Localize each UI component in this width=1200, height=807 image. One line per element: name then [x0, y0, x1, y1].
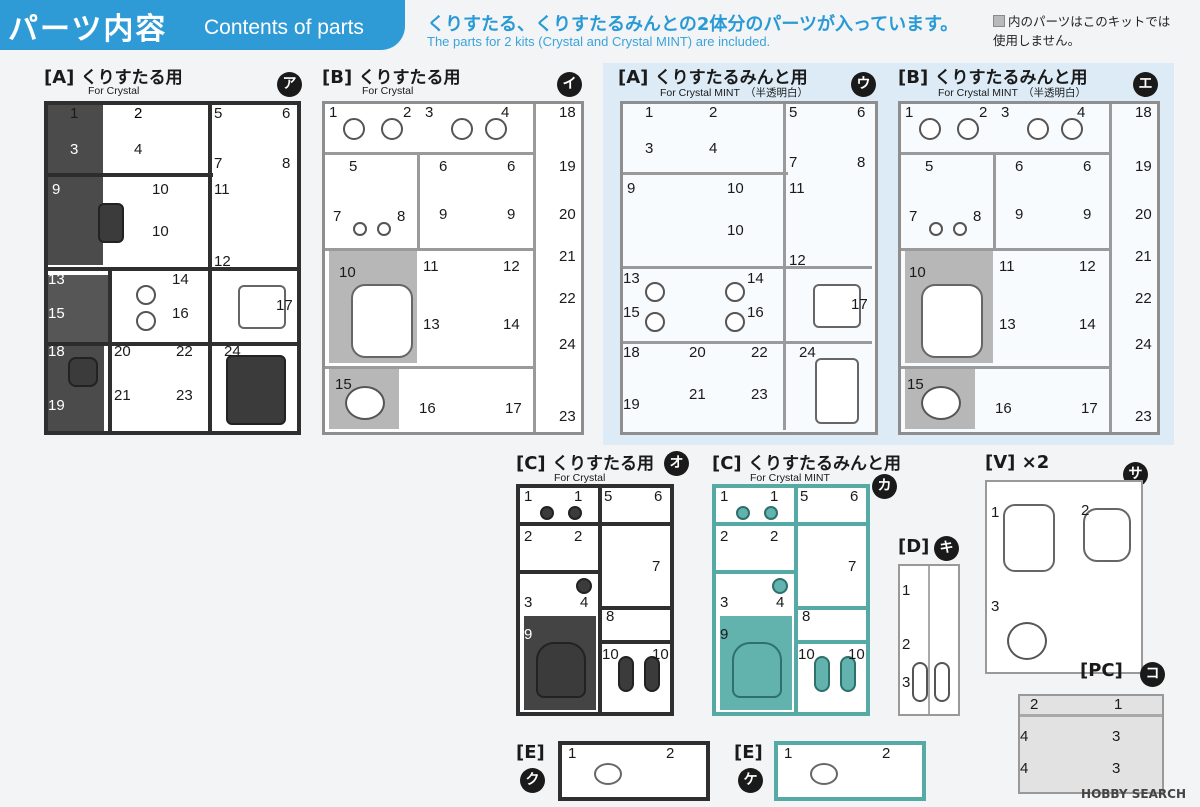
part-number: 8 [282, 155, 291, 172]
sprue-e1-runner: 1 2 [558, 741, 710, 801]
note-en: The parts for 2 kits (Crystal and Crysta… [427, 34, 771, 49]
part-number: 4 [134, 141, 143, 158]
part-number: 22 [176, 343, 193, 360]
sprue-d-runner: 1 2 3 [898, 564, 960, 716]
sprue-a2-title: [A] くりすたるみんと用 [618, 67, 808, 88]
part-number: 2 [134, 105, 143, 122]
sprue-e2-title: [E] [734, 742, 763, 763]
part-number: 17 [276, 297, 293, 314]
sprue-pc-runner: 2 1 4 3 4 3 [1018, 694, 1164, 794]
sprue-e2-runner: 1 2 [774, 741, 926, 801]
sprue-b1-badge: イ [557, 72, 582, 97]
sprue-a1-runner: 1 2 5 6 3 4 7 8 9 10 10 11 12 13 14 15 1… [44, 101, 301, 435]
sprue-pc-title: [PC] [1080, 660, 1123, 681]
sprue-b2-runner: 1 2 3 4 18 5 6 6 19 7 8 9 9 20 10 11 12 … [898, 101, 1160, 435]
part-number: 13 [48, 271, 65, 288]
sprue-e2-badge: ケ [738, 768, 763, 793]
sprue-v-runner: 1 2 3 [985, 480, 1143, 674]
part-number: 1 [70, 105, 79, 122]
sprue-c2-sub: For Crystal MINT [750, 472, 830, 484]
sprue-c2-badge: カ [872, 474, 897, 499]
page-title-jp: パーツ内容 [8, 12, 168, 47]
part-number: 3 [70, 141, 79, 158]
part-number: 5 [214, 105, 223, 122]
sprue-v-title: [V] ×2 [985, 452, 1050, 473]
sprue-a1-badge: ア [277, 72, 302, 97]
sprue-b2-title: [B] くりすたるみんと用 [898, 67, 1088, 88]
part-number: 15 [48, 305, 65, 322]
part-number: 12 [214, 253, 231, 270]
part-number: 10 [152, 181, 169, 198]
sprue-a1-sub: For Crystal [88, 85, 140, 97]
page-title-en: Contents of parts [204, 16, 364, 39]
sprue-c1-title: [C] くりすたる用 [516, 453, 654, 474]
sprue-d-badge: キ [934, 536, 959, 561]
sprue-b2-sub: For Crystal MINT （半透明白） [938, 87, 1086, 99]
sprue-a1-title: [A] くりすたる用 [44, 67, 183, 88]
header-banner: パーツ内容 Contents of parts [0, 0, 405, 50]
part-number: 14 [172, 271, 189, 288]
sprue-c2-title: [C] くりすたるみんと用 [712, 453, 901, 474]
sprue-a2-runner: 1 2 5 6 3 4 7 8 9 10 10 11 12 13 14 15 1… [620, 101, 878, 435]
sprue-c2-runner: 1 1 5 6 2 2 7 3 4 8 9 10 10 [712, 484, 870, 716]
gray-square-icon [993, 15, 1005, 27]
sprue-c1-sub: For Crystal [554, 472, 606, 484]
part-number: 21 [114, 387, 131, 404]
sprue-b1-title: [B] くりすたる用 [322, 67, 461, 88]
part-number: 11 [214, 181, 230, 198]
note-jp: くりすたる、くりすたるみんとの2体分のパーツが入っています。 [427, 14, 959, 35]
sprue-b1-sub: For Crystal [362, 85, 414, 97]
sprue-b1-runner: 1 2 3 4 18 5 6 6 19 7 8 9 9 20 10 11 12 … [322, 101, 584, 435]
sprue-b2-badge: エ [1133, 72, 1158, 97]
part-number: 23 [176, 387, 193, 404]
part-number: 16 [172, 305, 189, 322]
part-number: 18 [48, 343, 65, 360]
part-number: 9 [52, 181, 61, 198]
part-number: 6 [282, 105, 291, 122]
sprue-a2-sub: For Crystal MINT （半透明白） [660, 87, 808, 99]
part-number: 10 [152, 223, 169, 240]
sprue-a2-badge: ウ [851, 72, 876, 97]
part-number: 19 [48, 397, 65, 414]
sprue-pc-badge: コ [1140, 662, 1165, 687]
sprue-c1-runner: 1 1 5 6 2 2 7 3 4 8 9 10 10 [516, 484, 674, 716]
legend: 内のパーツはこのキットでは 使用しません。 [993, 14, 1171, 48]
sprue-e1-title: [E] [516, 742, 545, 763]
part-number: 24 [224, 343, 241, 360]
part-number: 20 [114, 343, 131, 360]
watermark: HOBBY SEARCH [1081, 787, 1186, 801]
sprue-d-title: [D] [898, 536, 930, 557]
sprue-e1-badge: ク [520, 768, 545, 793]
part-number: 7 [214, 155, 223, 172]
sprue-c1-badge: オ [664, 451, 689, 476]
